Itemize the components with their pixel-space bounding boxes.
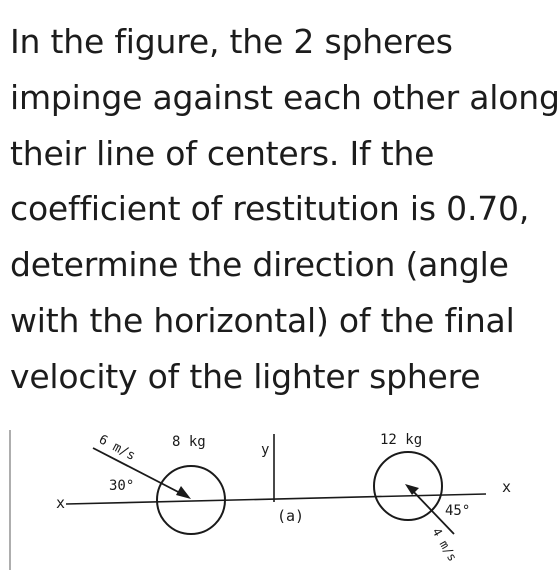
sphere-8kg [156,465,226,535]
sphere-12kg-mass-label: 12 kg [380,432,422,448]
velocity-arrowhead-8kg [176,486,191,499]
question-line-2: impinge against each other along [10,77,557,117]
collision-diagram: x x y 8 kg 6 m/s 30° 12 kg 4 m/s 45° (a) [9,430,511,570]
question-line-7: velocity of the lighter sphere [10,356,481,396]
x-axis-label-right: x [502,478,511,496]
question-line-6: with the horizontal) of the final [10,300,515,340]
question-line-1: In the figure, the 2 spheres [10,22,453,61]
velocity-label-12kg: 4 m/s [429,526,459,564]
question-line-5: determine the direction (angle [10,245,509,285]
x-axis-label-left: x [56,494,65,512]
collision-figure: x x y 8 kg 6 m/s 30° 12 kg 4 m/s 45° (a) [8,424,548,574]
question-text: In the figure, the 2 spheres impinge aga… [10,14,557,405]
sphere-8kg-mass-label: 8 kg [172,434,206,450]
velocity-line-12kg [409,487,455,535]
velocity-label-8kg: 6 m/s [96,432,138,464]
sphere-12kg [373,451,443,521]
x-axis-line [65,493,487,505]
velocity-arrow-8kg [92,447,187,497]
question-line-3: their line of centers. If the [10,133,435,173]
figure-caption: (a) [277,507,304,525]
angle-label-45: 45° [445,503,470,519]
y-axis-label: y [261,442,269,458]
angle-label-30: 30° [109,478,134,494]
velocity-arrowhead-12kg [405,484,419,495]
question-line-4: coefficient of restitution is 0.70, [10,189,530,229]
